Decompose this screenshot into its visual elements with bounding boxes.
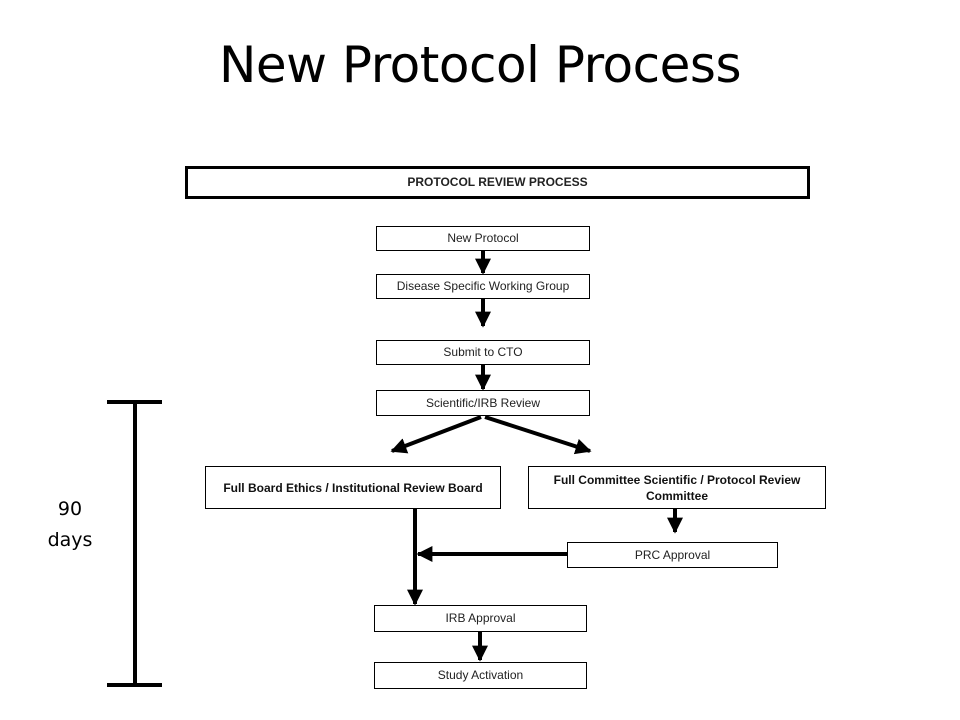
process-header: PROTOCOL REVIEW PROCESS xyxy=(185,166,810,199)
step-new-protocol: New Protocol xyxy=(376,226,590,251)
step-prc-approval: PRC Approval xyxy=(567,542,778,568)
step-scientific-irb-review: Scientific/IRB Review xyxy=(376,390,590,416)
step-submit-to-cto: Submit to CTO xyxy=(376,340,590,365)
step-irb-approval: IRB Approval xyxy=(374,605,587,632)
duration-unit: days xyxy=(47,529,93,551)
step-study-activation: Study Activation xyxy=(374,662,587,689)
arrow-review-to-committee xyxy=(484,415,592,455)
step-full-board-ethics: Full Board Ethics / Institutional Review… xyxy=(205,466,501,509)
step-disease-specific-working-group: Disease Specific Working Group xyxy=(376,274,590,299)
arrow-review-to-board xyxy=(390,415,482,454)
duration-value: 90 xyxy=(57,498,83,520)
duration-bracket xyxy=(107,400,162,687)
duration-label: 90 days xyxy=(30,494,110,556)
step-full-committee-review: Full Committee Scientific / Protocol Rev… xyxy=(528,466,826,509)
slide-title: New Protocol Process xyxy=(218,36,742,94)
